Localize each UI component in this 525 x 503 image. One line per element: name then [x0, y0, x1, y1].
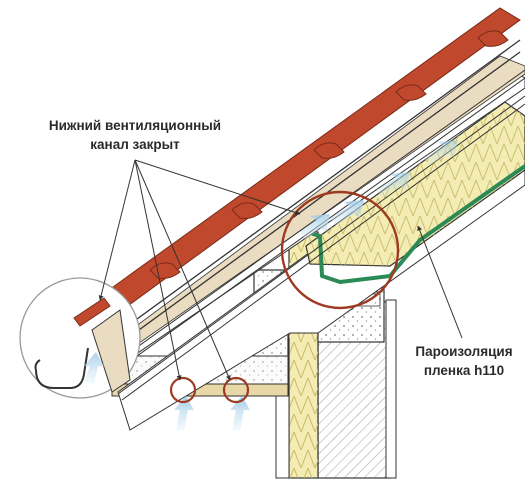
vapor-barrier-label: Пароизоляция пленка h110	[404, 342, 524, 380]
gutter-detail	[19, 277, 141, 399]
lower-vent-channel-line2: канал закрыт	[90, 137, 180, 152]
roof-layers	[95, 39, 525, 431]
vapor-barrier-film	[299, 164, 525, 284]
vapor-barrier-line2: пленка h110	[423, 363, 505, 378]
airflow-arrow-icon	[84, 352, 104, 384]
airflow-arrows	[84, 140, 458, 430]
ridge-vent-highlight	[280, 190, 400, 310]
soffit-vent-right	[222, 376, 250, 404]
highlight-circles	[169, 190, 400, 404]
soffit-vent-left	[169, 376, 197, 404]
leader-lines	[98, 159, 463, 381]
gutter-icon	[35, 347, 89, 389]
lower-vent-channel-label: Нижний вентиляционный канал закрыт	[40, 116, 230, 154]
lower-vent-channel-line1: Нижний вентиляционный	[48, 118, 222, 133]
vapor-barrier-line1: Пароизоляция	[415, 344, 513, 359]
